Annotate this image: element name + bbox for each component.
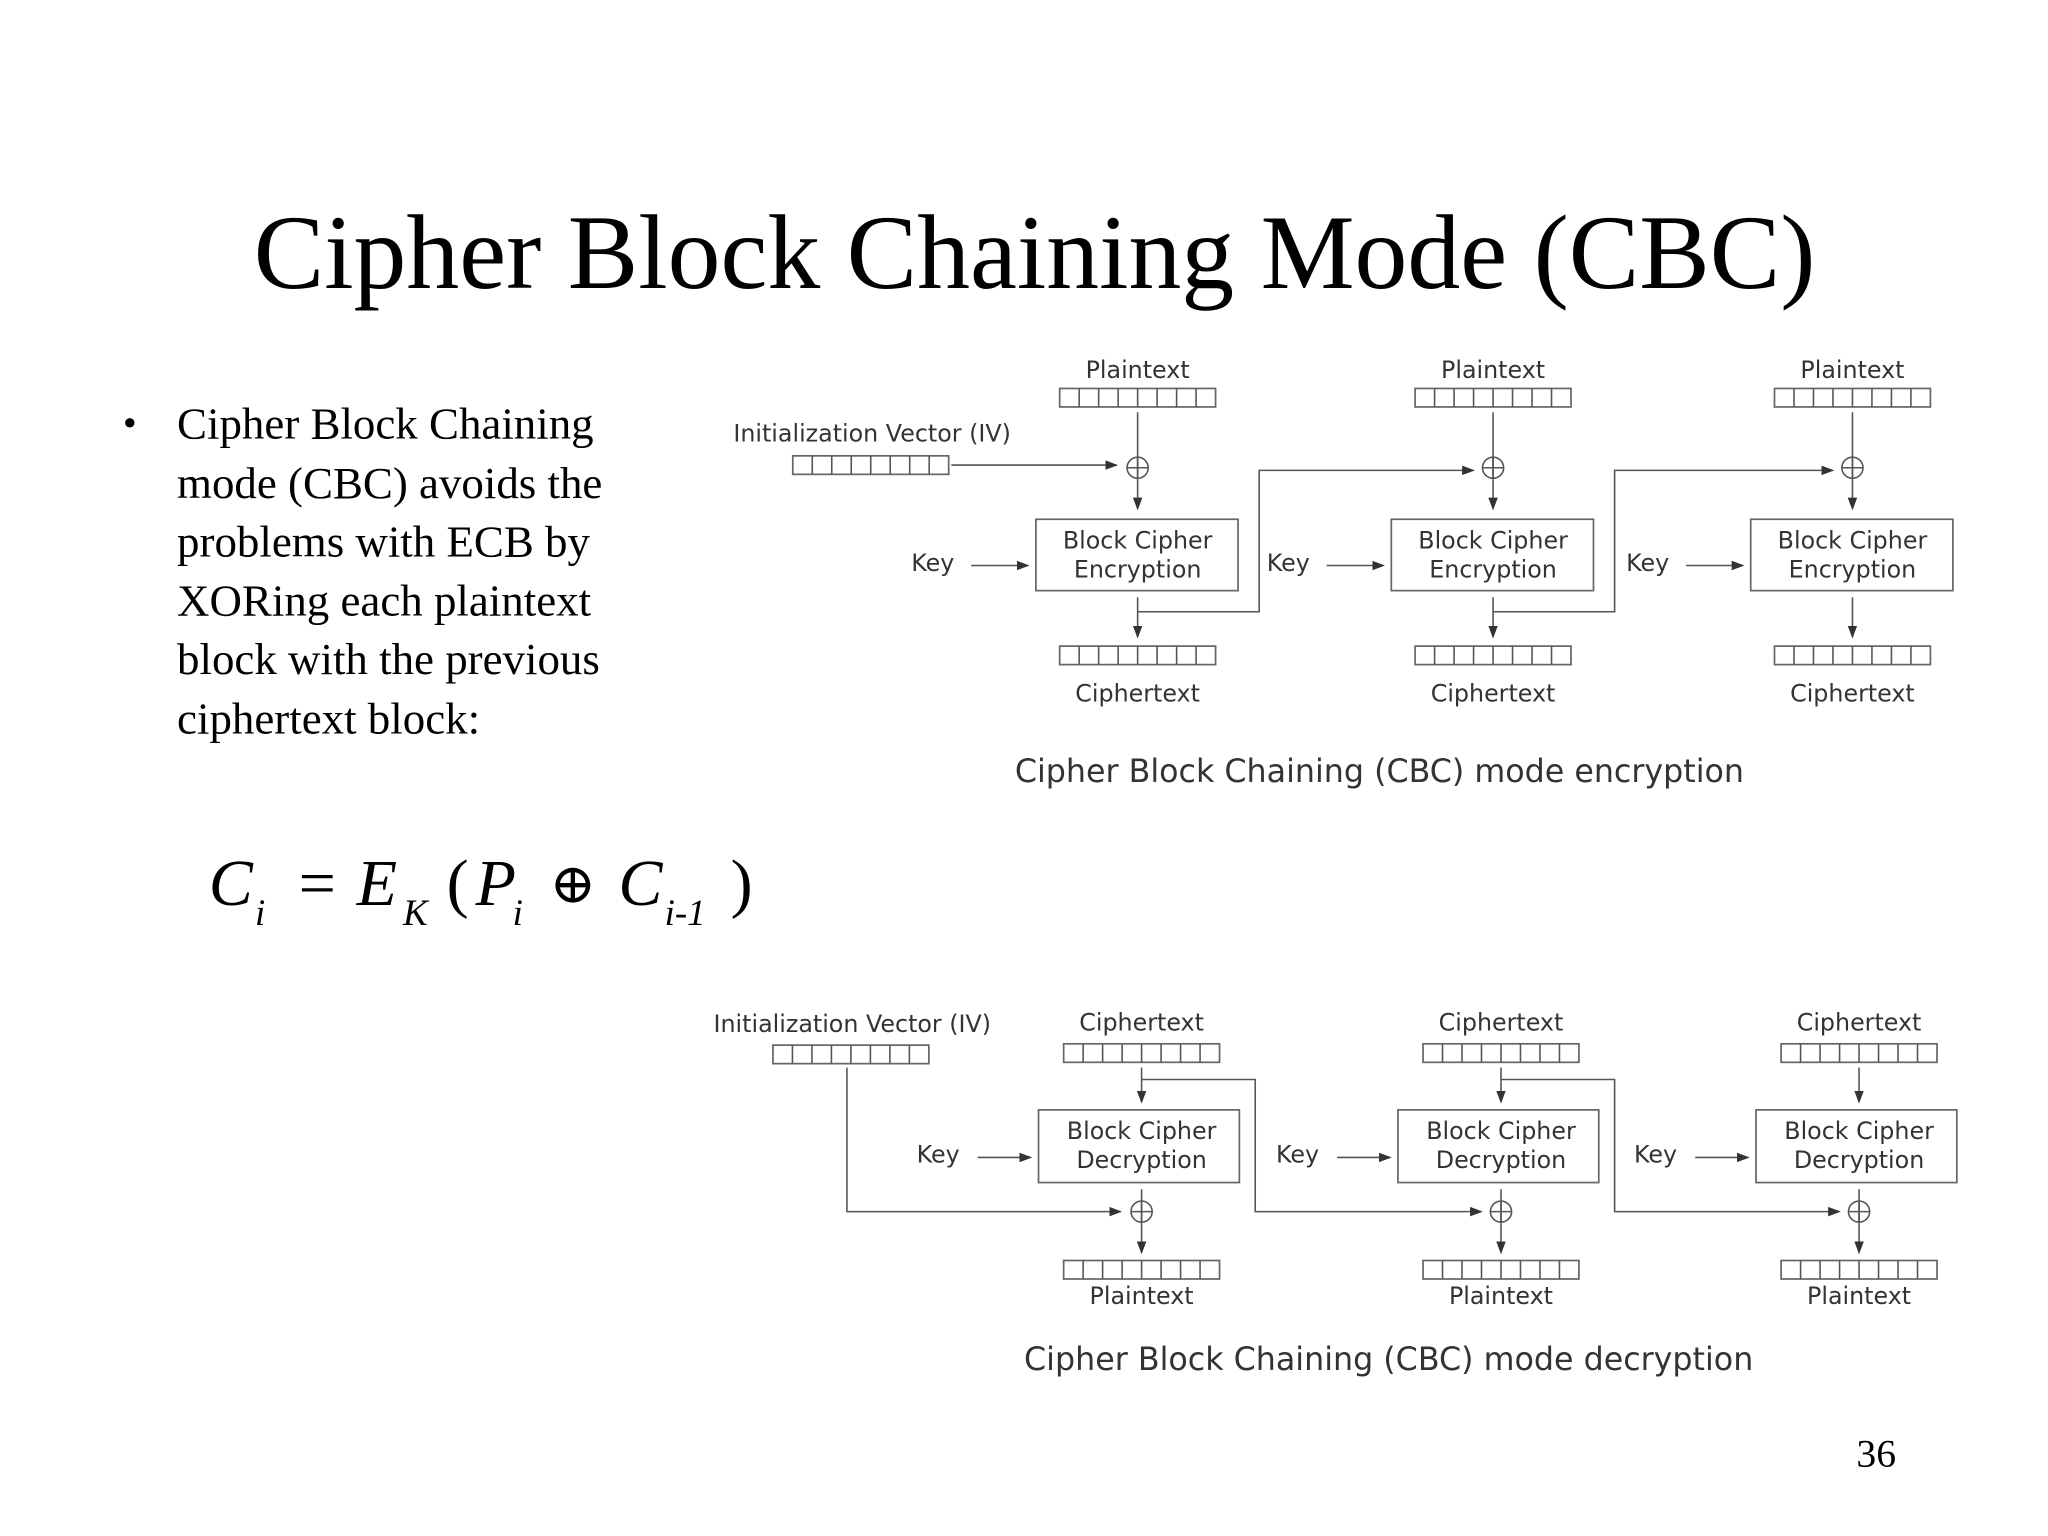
key-label: Key [1626, 549, 1669, 577]
xor-icon [1841, 456, 1864, 480]
ciphertext-label: Ciphertext [1797, 1009, 1922, 1037]
ciphertext-register [1773, 645, 1932, 666]
formula-c2: C [618, 847, 663, 920]
block-cipher-label: Decryption [1794, 1146, 1924, 1174]
block-cipher-label: Block Cipher [1067, 1117, 1217, 1145]
chain-arrow [1500, 1078, 1841, 1217]
block-cipher-box [1755, 1109, 1958, 1184]
xor-icon [1847, 1200, 1871, 1223]
ciphertext-label: Ciphertext [1790, 680, 1915, 708]
formula-c2-sub: i-1 [665, 893, 706, 934]
bullet-line: block with the previous [177, 634, 600, 684]
formula-rparen: ) [731, 847, 753, 920]
block-cipher-label: Encryption [1789, 555, 1917, 583]
block-cipher-label: Decryption [1076, 1146, 1206, 1174]
cbc-encryption-diagram: Initialization Vector (IV) PlaintextBlock… [733, 356, 1954, 790]
iv-arrow [846, 1067, 1123, 1217]
ciphertext-register [1422, 1042, 1580, 1064]
block-cipher-label: Block Cipher [1418, 526, 1568, 554]
plaintext-label: Plaintext [1807, 1282, 1911, 1310]
bullet-icon: • [123, 401, 137, 445]
block-cipher-label: Block Cipher [1063, 526, 1213, 554]
formula-lparen: ( [447, 847, 469, 920]
ciphertext-register [1058, 645, 1217, 666]
chain-arrow [1137, 465, 1475, 613]
block-cipher-label: Block Cipher [1426, 1117, 1576, 1145]
iv-label: Initialization Vector (IV) [733, 419, 1011, 447]
plaintext-label: Plaintext [1086, 356, 1190, 384]
ciphertext-register [1062, 1042, 1221, 1064]
formula-p: P [475, 847, 516, 920]
diagram-caption: Cipher Block Chaining (CBC) mode decrypt… [1024, 1342, 1753, 1378]
plaintext-register [1773, 387, 1932, 408]
block-cipher-box [1397, 1109, 1600, 1184]
block-cipher-label: Block Cipher [1778, 526, 1928, 554]
plaintext-register [1422, 1259, 1580, 1280]
ciphertext-register [1414, 645, 1572, 666]
block-cipher-label: Decryption [1436, 1146, 1566, 1174]
plaintext-register [1780, 1259, 1938, 1280]
page-number: 36 [1856, 1432, 1896, 1476]
bullet-line: Cipher Block Chaining [177, 399, 594, 449]
cbc-decryption-diagram: Initialization Vector (IV) CiphertextBloc… [713, 1009, 1958, 1378]
diagram-caption: Cipher Block Chaining (CBC) mode encrypt… [1015, 754, 1744, 790]
plaintext-label: Plaintext [1800, 356, 1904, 384]
key-label: Key [917, 1141, 960, 1169]
formula-c-sub: i [255, 893, 265, 934]
bullet-line: problems with ECB by [177, 516, 590, 566]
block-cipher-box [1037, 1109, 1241, 1184]
xor-icon [1489, 1200, 1513, 1223]
ciphertext-label: Ciphertext [1075, 680, 1200, 708]
bullet-line: mode (CBC) avoids the [177, 458, 602, 508]
plaintext-register [1062, 1259, 1221, 1280]
bullet-text: Cipher Block Chaining mode (CBC) avoids … [177, 399, 602, 744]
xor-icon [1126, 456, 1149, 480]
formula-e: E [356, 847, 397, 920]
key-label: Key [911, 549, 954, 577]
block-cipher-label: Block Cipher [1784, 1117, 1934, 1145]
iv-label: Initialization Vector (IV) [713, 1010, 991, 1038]
key-label: Key [1276, 1141, 1319, 1169]
formula-xor: ⊕ [550, 854, 597, 915]
plaintext-label: Plaintext [1090, 1282, 1194, 1310]
xor-icon [1130, 1200, 1153, 1223]
chain-arrow [1493, 465, 1835, 613]
xor-icon [1481, 456, 1505, 480]
formula-p-sub: i [513, 893, 523, 934]
iv-register [772, 1044, 930, 1065]
formula-e-sub: K [402, 893, 430, 934]
key-label: Key [1634, 1141, 1677, 1169]
ciphertext-label: Ciphertext [1079, 1009, 1204, 1037]
block-cipher-box [1035, 518, 1239, 592]
block-cipher-label: Encryption [1074, 555, 1202, 583]
slide-title: Cipher Block Chaining Mode (CBC) [254, 194, 1816, 311]
ciphertext-label: Ciphertext [1439, 1009, 1564, 1037]
ciphertext-register [1780, 1042, 1938, 1064]
key-label: Key [1267, 549, 1310, 577]
plaintext-register [1414, 387, 1572, 408]
block-cipher-label: Encryption [1429, 555, 1557, 583]
plaintext-label: Plaintext [1441, 356, 1545, 384]
block-cipher-box [1390, 518, 1595, 592]
chain-arrow [1141, 1078, 1483, 1217]
cbc-formula: C i = E K ( P i ⊕ C i-1 ) [209, 847, 753, 934]
block-cipher-box [1749, 518, 1954, 592]
plaintext-register [1058, 387, 1217, 408]
iv-register [791, 454, 950, 476]
bullet-line: XORing each plaintext [177, 576, 592, 626]
plaintext-label: Plaintext [1449, 1282, 1553, 1310]
formula-eq: = [299, 847, 336, 920]
formula-c: C [209, 847, 254, 920]
ciphertext-label: Ciphertext [1431, 680, 1556, 708]
bullet-line: ciphertext block: [177, 693, 480, 743]
